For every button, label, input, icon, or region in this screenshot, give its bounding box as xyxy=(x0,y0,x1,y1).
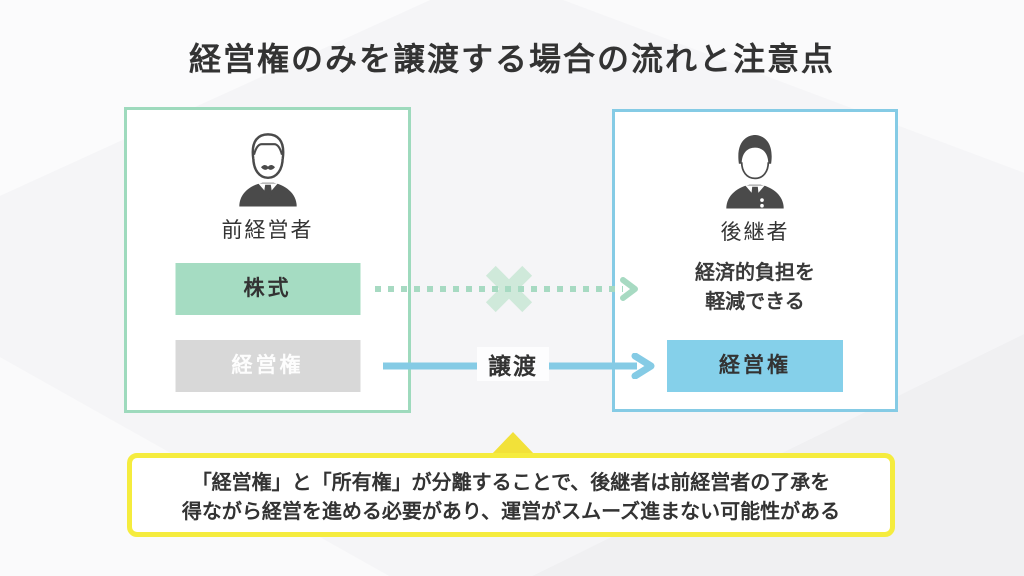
benefit-text: 経済的負担を 軽減できる xyxy=(615,259,895,317)
benefit-line1: 経済的負担を xyxy=(695,262,815,284)
note-line2: 得ながら経営を進める必要があり、運営がスムーズ進まない可能性がある xyxy=(181,501,841,523)
businessman-mustache-icon xyxy=(233,125,303,211)
blocked-dotted-arrow xyxy=(375,277,638,301)
successor-label: 後継者 xyxy=(720,221,790,244)
stock-chip: 株式 xyxy=(175,263,360,315)
former-owner-panel: 前経営者 株式 経営権 xyxy=(124,107,411,413)
note-line1: 「経営権」と「所有権」が分離することで、後継者は前経営者の了承を xyxy=(191,472,831,494)
note-box: 「経営権」と「所有権」が分離することで、後継者は前経営者の了承を 得ながら経営を… xyxy=(127,453,895,537)
management-right-chip-former: 経営権 xyxy=(175,340,360,392)
transfer-label: 譲渡 xyxy=(477,347,549,381)
businessman-icon xyxy=(720,127,790,213)
triangle-up-icon xyxy=(491,432,535,455)
former-owner-label: 前経営者 xyxy=(221,219,314,242)
management-right-chip-successor: 経営権 xyxy=(667,340,843,392)
successor-panel: 後継者 経済的負担を 軽減できる 経営権 xyxy=(612,109,898,412)
benefit-line2: 軽減できる xyxy=(705,291,805,313)
page-title: 経営権のみを譲渡する場合の流れと注意点 xyxy=(188,41,835,77)
